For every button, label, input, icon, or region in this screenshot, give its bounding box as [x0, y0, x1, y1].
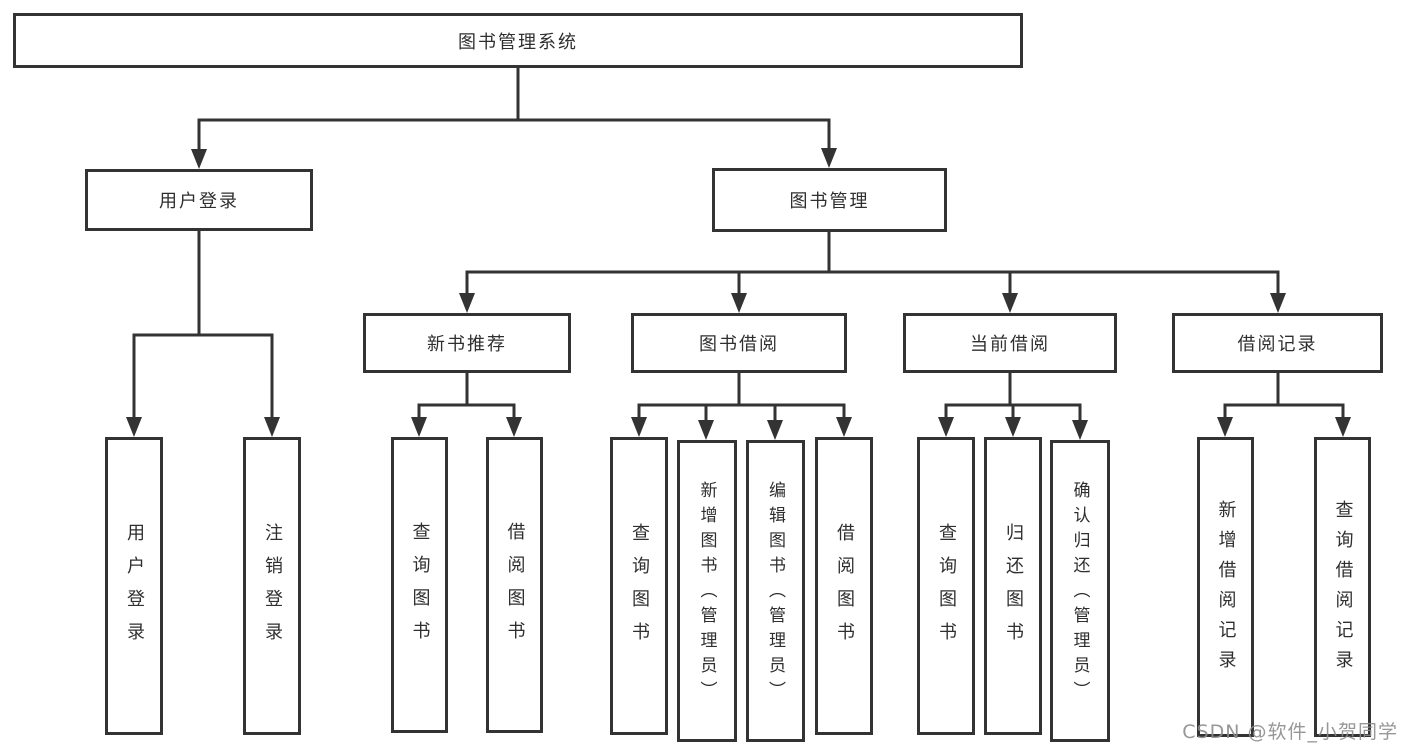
- node-cb-query: 查询图书: [917, 437, 975, 735]
- node-br-add: 新增借阅记录: [1197, 437, 1254, 737]
- node-rec-borrow: 借阅图书: [486, 437, 543, 733]
- node-bb-query: 查询图书: [610, 437, 668, 735]
- node-bb-add: 新增图书（管理员）: [677, 440, 737, 742]
- connector-user-login-children: [126, 231, 280, 437]
- node-br-query: 查询借阅记录: [1314, 437, 1371, 737]
- node-current-borrow: 当前借阅: [903, 313, 1117, 373]
- node-book-borrow: 图书借阅: [631, 313, 847, 373]
- node-bb-borrow: 借阅图书: [815, 437, 873, 735]
- node-new-book-rec: 新书推荐: [363, 313, 571, 373]
- connector-root-to-level2: [191, 68, 837, 169]
- node-book-mgmt: 图书管理: [712, 168, 947, 232]
- connector-book-borrow-children: [631, 373, 852, 440]
- connector-book-mgmt-children: [459, 232, 1286, 313]
- node-cb-return: 归还图书: [984, 437, 1042, 735]
- node-login: 用户登录: [105, 437, 163, 735]
- node-rec-query: 查询图书: [391, 437, 448, 733]
- connector-new-book-rec-children: [411, 373, 522, 437]
- node-borrow-records: 借阅记录: [1172, 313, 1383, 373]
- connector-current-borrow-children: [938, 373, 1088, 440]
- node-logout: 注销登录: [243, 437, 301, 735]
- node-root: 图书管理系统: [13, 13, 1023, 68]
- node-user-login: 用户登录: [85, 169, 313, 231]
- node-cb-confirm: 确认归还（管理员）: [1050, 440, 1110, 742]
- node-bb-edit: 编辑图书（管理员）: [746, 440, 805, 742]
- connector-borrow-records-children: [1217, 373, 1351, 437]
